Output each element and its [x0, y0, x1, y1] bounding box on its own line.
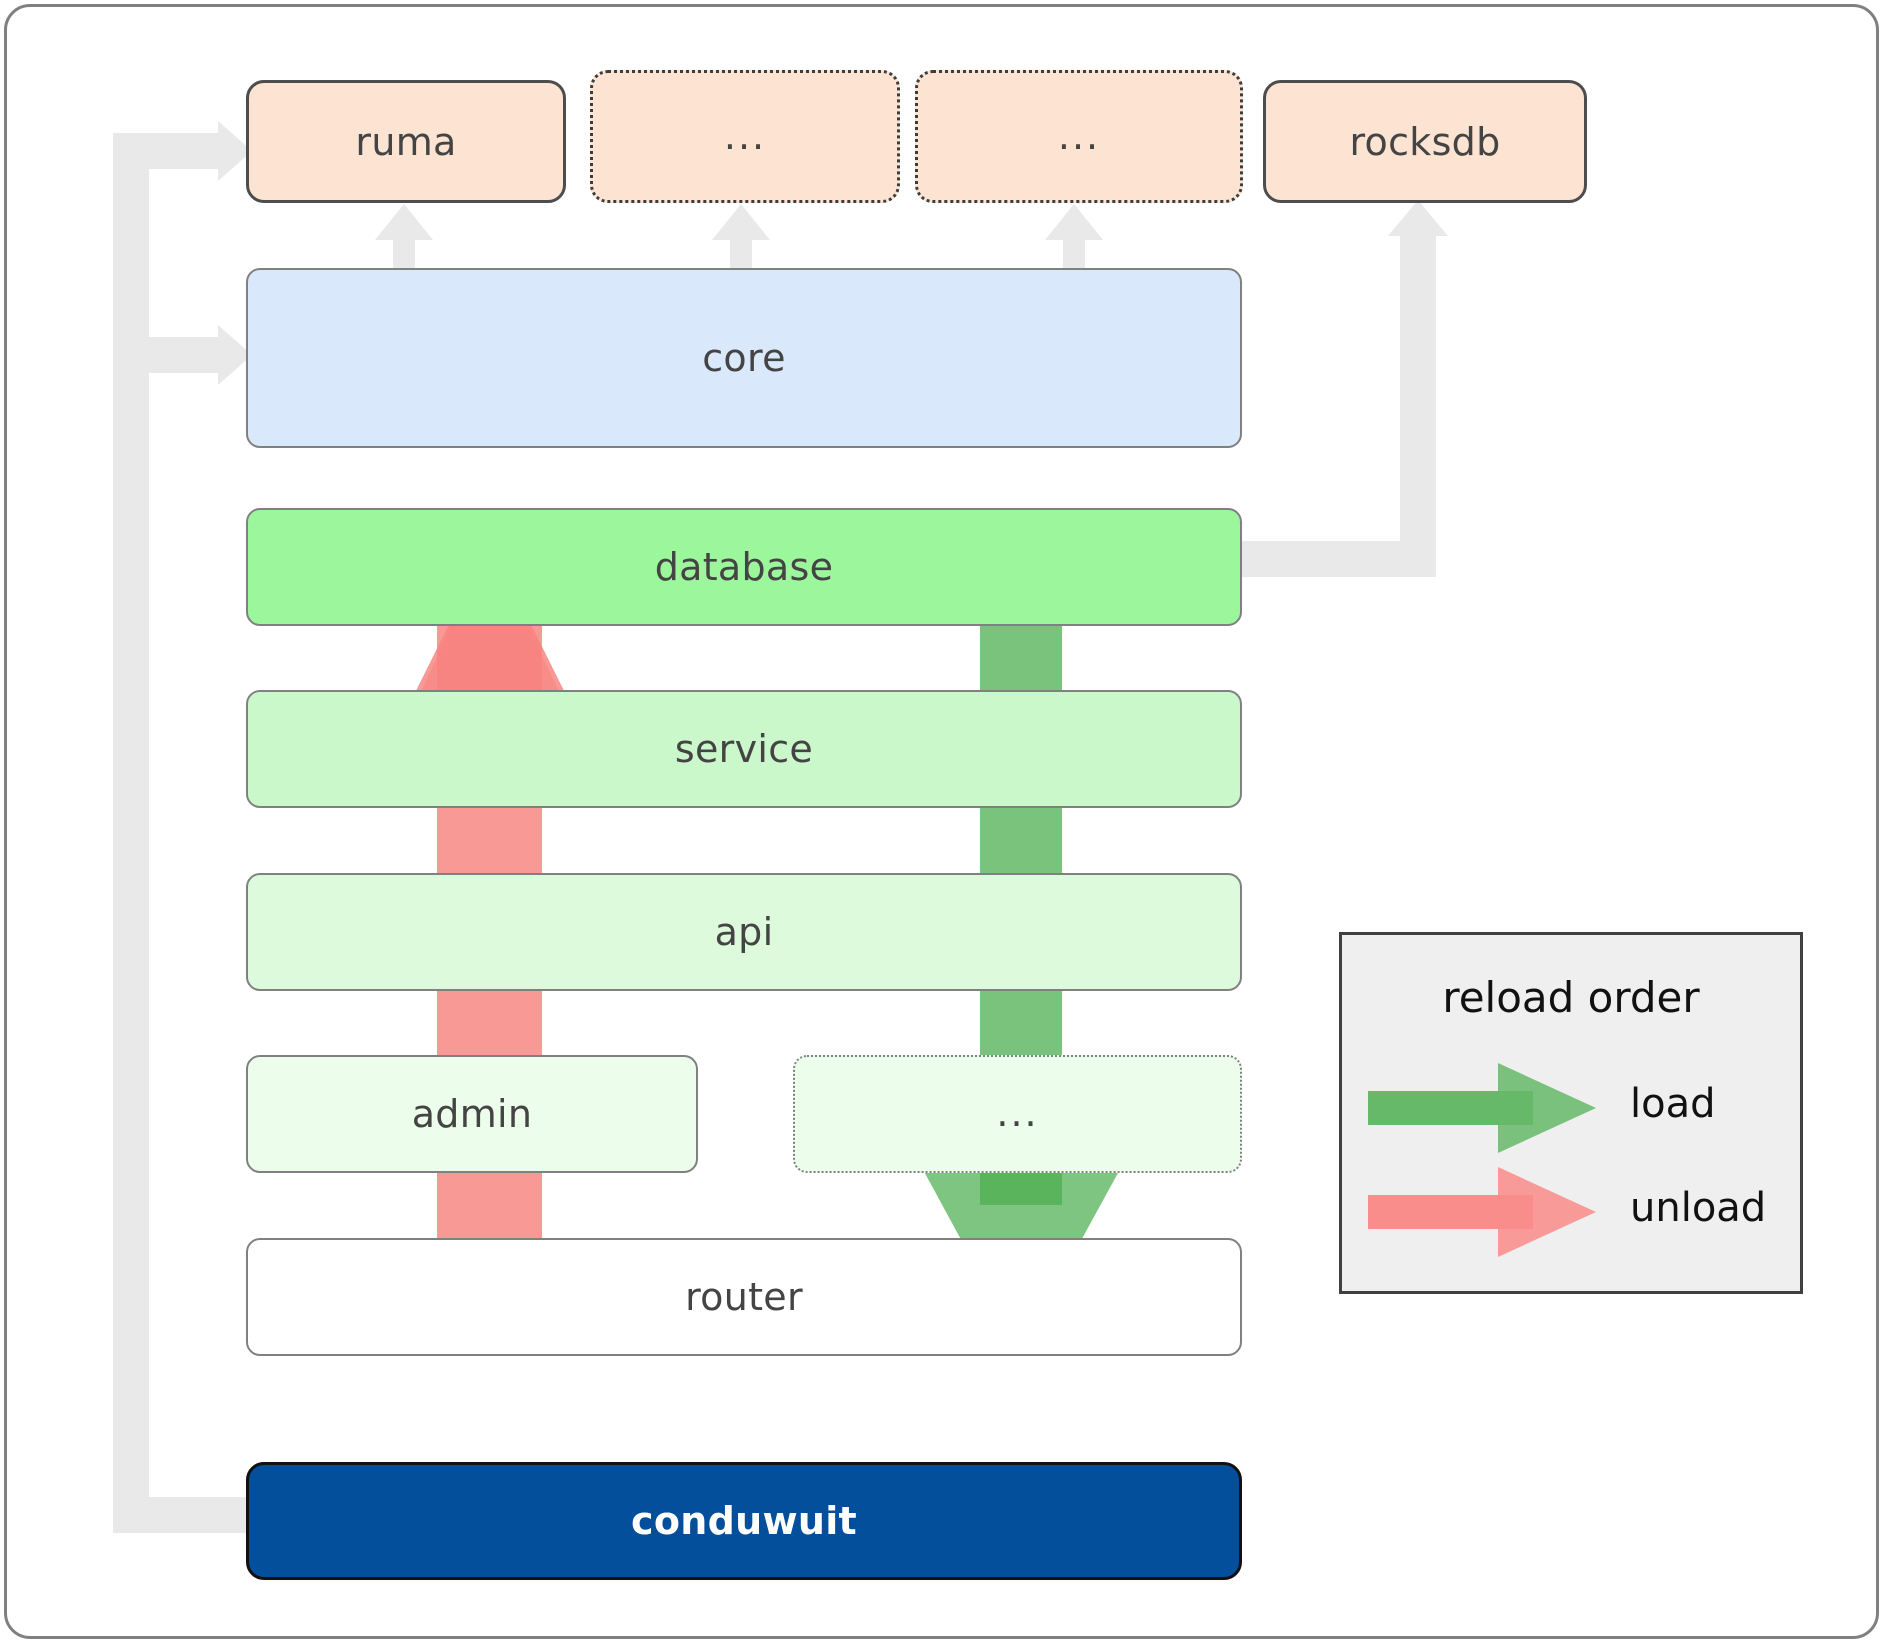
node-dep-3-label: ... [1057, 113, 1101, 158]
node-service[interactable]: service [246, 690, 1242, 808]
node-conduwuit-label: conduwuit [631, 1499, 857, 1543]
node-api[interactable]: api [246, 873, 1242, 991]
node-conduwuit[interactable]: conduwuit [246, 1462, 1242, 1580]
node-dep-2-label: ... [723, 113, 767, 158]
node-database-label: database [654, 545, 834, 589]
node-api-label: api [714, 910, 774, 954]
node-dep-3[interactable]: ... [915, 70, 1243, 203]
node-ruma-label: ruma [355, 119, 457, 164]
node-rocksdb-label: rocksdb [1349, 119, 1501, 164]
unload-arrow-icon [1368, 1167, 1596, 1257]
node-router[interactable]: router [246, 1238, 1242, 1356]
node-dep-2[interactable]: ... [590, 70, 900, 203]
node-service-label: service [674, 727, 814, 771]
node-admin[interactable]: admin [246, 1055, 698, 1173]
node-admin-etc[interactable]: ... [793, 1055, 1242, 1173]
legend-label-unload: unload [1630, 1185, 1767, 1231]
legend-panel: reload order load unload [1339, 932, 1803, 1294]
node-router-label: router [685, 1275, 803, 1319]
node-rocksdb[interactable]: rocksdb [1263, 80, 1587, 203]
node-admin-label: admin [411, 1092, 533, 1136]
node-ruma[interactable]: ruma [246, 80, 566, 203]
node-database[interactable]: database [246, 508, 1242, 626]
legend-label-load: load [1630, 1081, 1716, 1127]
legend-row-unload: unload [1342, 1167, 1806, 1257]
legend-title: reload order [1442, 973, 1700, 1022]
node-admin-etc-label: ... [996, 1091, 1039, 1136]
node-core-label: core [702, 336, 786, 380]
legend-row-load: load [1342, 1063, 1806, 1153]
node-core[interactable]: core [246, 268, 1242, 448]
load-arrow-icon [1368, 1063, 1596, 1153]
